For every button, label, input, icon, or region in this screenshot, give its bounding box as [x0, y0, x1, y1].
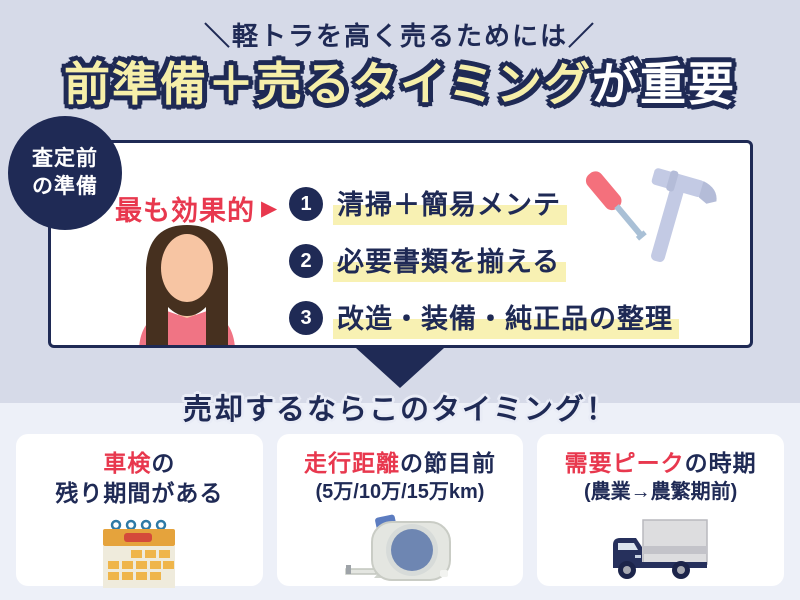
- card-title-rest: の節目前: [400, 450, 496, 476]
- calendar-icon: [103, 519, 176, 588]
- prep-badge-line1: 査定前: [32, 146, 98, 170]
- card-title-line2: (農業→農繁期前): [584, 480, 738, 503]
- most-effective-text: 最も効果的: [115, 196, 255, 226]
- timing-card-demand: 需要ピークの時期 (農業→農繁期前): [537, 434, 785, 586]
- prep-item-text: 改造・装備・純正品の整理: [333, 297, 679, 339]
- hammer-icon: [651, 168, 717, 263]
- card-title: 車検の 残り期間がある: [55, 449, 223, 509]
- list-item: 2 必要書類を揃える: [289, 240, 679, 282]
- down-arrow-icon: [356, 348, 444, 388]
- timing-card-mileage: 走行距離の節目前 (5万/10万/15万km): [276, 434, 524, 586]
- card-title-red: 需要ピーク: [564, 450, 685, 476]
- list-item: 3 改造・装備・純正品の整理: [289, 297, 679, 339]
- number-badge: 2: [289, 244, 323, 278]
- card-title-rest: の時期: [684, 450, 757, 476]
- prep-badge-line2: の準備: [32, 175, 98, 198]
- card-title-line2: (5万/10万/15万km): [315, 480, 485, 503]
- prep-item-text: 清掃＋簡易メンテ: [333, 183, 567, 225]
- preparation-box: 最も効果的 ▶ 1 清掃＋簡易メンテ 2 必要書類を揃える 3 改造・装備・純正…: [48, 140, 753, 348]
- prep-item-text: 必要書類を揃える: [333, 240, 567, 282]
- tools-illustration: [585, 168, 717, 263]
- card-title: 走行距離の節目前 (5万/10万/15万km): [304, 449, 496, 505]
- truck-icon: [612, 519, 708, 580]
- number-badge: 1: [289, 187, 323, 221]
- card-title: 需要ピークの時期 (農業→農繁期前): [565, 449, 757, 505]
- most-effective-label: 最も効果的 ▶: [115, 189, 278, 228]
- right-arrow-icon: ▶: [261, 197, 279, 220]
- main-title-highlight: 前準備＋売るタイミング: [64, 58, 592, 110]
- timing-cards: 車検の 残り期間がある: [16, 434, 785, 588]
- card-title-red: 走行距離: [304, 450, 400, 476]
- card-title-line2: 残り期間がある: [55, 479, 224, 506]
- tape-measure-icon: [345, 515, 451, 582]
- card-title-red: 車検: [103, 450, 152, 476]
- tagline: ＼軽トラを高く売るためには／: [203, 21, 596, 51]
- woman-illustration: [139, 225, 235, 345]
- prep-badge: 査定前 の準備: [8, 116, 122, 230]
- list-item: 1 清掃＋簡易メンテ: [289, 183, 679, 225]
- main-title: 前準備＋売るタイミングが重要: [0, 48, 800, 114]
- timing-heading: 売却するならこのタイミング！: [182, 394, 617, 426]
- card-title-rest: の: [151, 450, 176, 476]
- timing-card-inspection: 車検の 残り期間がある: [16, 434, 263, 588]
- number-badge: 3: [289, 301, 323, 335]
- main-title-rest: が重要: [592, 58, 736, 110]
- screwdriver-icon: [585, 171, 647, 241]
- prep-item-list: 1 清掃＋簡易メンテ 2 必要書類を揃える 3 改造・装備・純正品の整理: [289, 183, 679, 339]
